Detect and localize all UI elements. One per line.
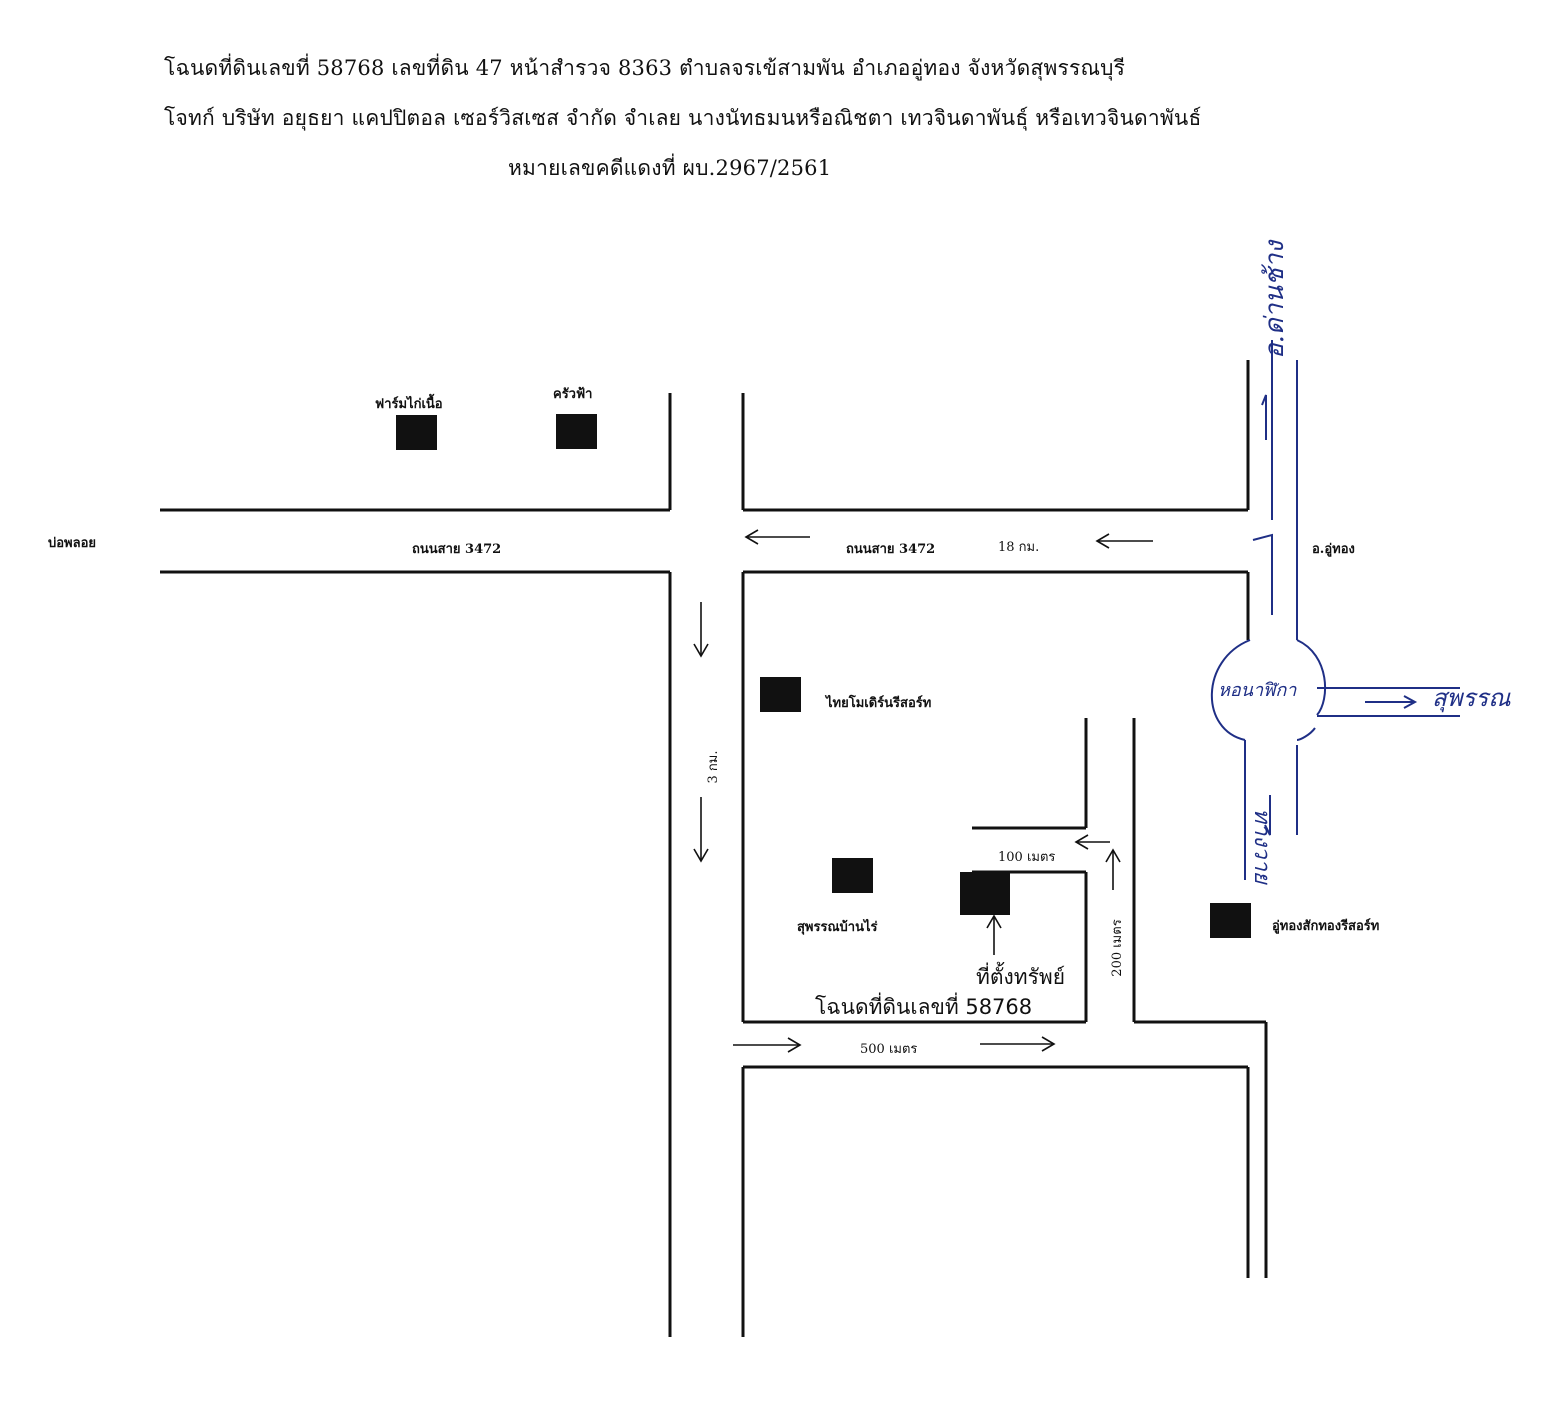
ink-roundabout xyxy=(1210,639,1327,741)
arrow-west-2 xyxy=(1095,533,1153,549)
handwritten-east-label: สุพรรณ xyxy=(1432,684,1511,713)
handwritten-south-label: ทางวาย xyxy=(1249,808,1274,885)
distance-bottom-label: 500 เมตร xyxy=(860,1042,917,1057)
arrow-west-1 xyxy=(744,529,810,545)
map-labels: บ่อพลอย ถนนสาย 3472 ถนนสาย 3472 18 กม. อ… xyxy=(48,386,1379,1057)
suphanbanrai-building xyxy=(832,858,873,893)
ink-turn-stroke xyxy=(1252,533,1273,615)
suphanbanrai-label: สุพรรณบ้านไร่ xyxy=(797,918,878,935)
arrow-east-2 xyxy=(980,1036,1056,1052)
farm-label: ฟาร์มไก่เนื้อ xyxy=(375,393,443,412)
ink-arrow-east-head xyxy=(1403,695,1418,709)
arrow-north-lane xyxy=(1105,848,1121,890)
arrow-south-1 xyxy=(693,602,709,658)
distance-side-label: 100 เมตร xyxy=(998,850,1055,865)
kitchen-label: ครัวฟ้า xyxy=(553,386,592,402)
handwritten-north-label: อ.ด่านช้าง xyxy=(1260,239,1290,359)
arrow-west-side-road xyxy=(1074,834,1110,850)
thaimodern-building xyxy=(760,677,801,712)
road-name-right-label: ถนนสาย 3472 xyxy=(846,542,935,557)
property-deed-label: โฉนดที่ดินเลขที่ 58768 xyxy=(815,992,1032,1019)
thaimodern-label: ไทยโมเดิร์นรีสอร์ท xyxy=(824,694,931,711)
ink-arrow-north xyxy=(1261,394,1267,440)
distance-lane-label: 200 เมตร xyxy=(1110,919,1125,976)
header-line-2: โจทก์ บริษัท อยุธยา แคปปิตอล เซอร์วิสเซส… xyxy=(164,106,1202,130)
property-label: ที่ตั้งทรัพย์ xyxy=(976,962,1065,989)
west-place-label: บ่อพลอย xyxy=(48,536,96,551)
ink-arrow-south xyxy=(1264,795,1271,836)
uthong-resort-building xyxy=(1210,903,1251,938)
road-name-left-label: ถนนสาย 3472 xyxy=(412,542,501,557)
east-place-label: อ.อู่ทอง xyxy=(1312,542,1355,557)
kitchen-building xyxy=(556,414,597,449)
distance-south-label: 3 กม. xyxy=(706,751,721,784)
header-line-3: หมายเลขคดีแดงที่ ผบ.2967/2561 xyxy=(508,156,832,180)
property-building xyxy=(960,872,1010,915)
road-network xyxy=(160,360,1268,1337)
buildings xyxy=(396,414,1251,938)
uthong-resort-label: อู่ทองสักทองรีสอร์ท xyxy=(1272,918,1379,934)
arrow-north-property xyxy=(986,914,1002,955)
distance-east-label: 18 กม. xyxy=(998,540,1039,555)
handwritten-circle-label: หอนาฬิกา xyxy=(1218,680,1297,701)
handwritten-annotations: อ.ด่านช้าง หอนาฬิกา สุพรรณ ทางวาย xyxy=(1210,239,1511,886)
direction-arrows xyxy=(693,529,1153,1053)
farm-building xyxy=(396,415,437,450)
arrow-south-2 xyxy=(693,797,709,863)
header-line-1: โฉนดที่ดินเลขที่ 58768 เลขที่ดิน 47 หน้า… xyxy=(164,56,1126,80)
arrow-east-1 xyxy=(733,1037,802,1053)
